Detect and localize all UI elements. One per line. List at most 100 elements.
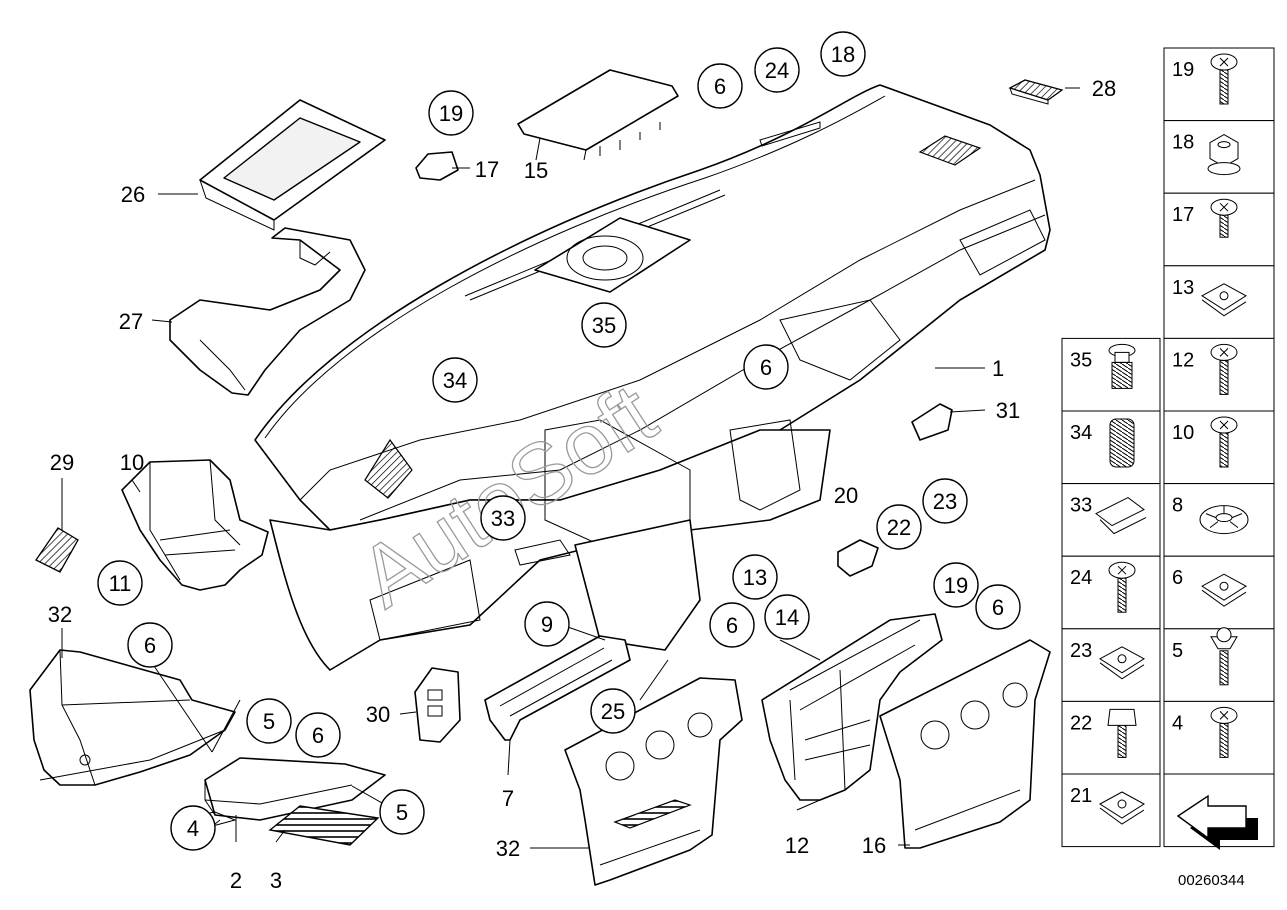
- small-trim-piece: [911, 403, 953, 441]
- storage-compartment: [197, 757, 386, 829]
- hardware-label: 17: [1172, 204, 1194, 226]
- callout-circle: [127, 622, 173, 668]
- callout-22: 23: [933, 489, 957, 514]
- callout-circle: [709, 602, 755, 648]
- callout-1: 1: [992, 356, 1004, 381]
- callout-9: 10: [120, 450, 144, 475]
- side-vent-right: [1008, 79, 1064, 105]
- callout-33: 33: [491, 506, 515, 531]
- callout-32: 32: [496, 836, 520, 861]
- trim-bracket: [169, 227, 366, 396]
- callout-circle: [732, 554, 778, 600]
- hardware-label: 12: [1172, 349, 1194, 371]
- callout-6: 6: [714, 74, 726, 99]
- grille-mat: [268, 805, 380, 846]
- callout-circle: [922, 478, 968, 524]
- callout-10: 11: [109, 571, 132, 596]
- callout-6: 6: [726, 613, 738, 638]
- hardware-label: 34: [1070, 422, 1092, 444]
- callout-23: 24: [765, 58, 789, 83]
- hardware-label: 4: [1172, 712, 1183, 734]
- spring-clip-icon: [1095, 497, 1147, 535]
- clip-nut-icon: [1201, 573, 1247, 607]
- callout-16: 17: [475, 157, 499, 182]
- hardware-label: 18: [1172, 132, 1194, 154]
- side-vent-left: [35, 527, 79, 573]
- callout-25: 26: [121, 182, 145, 207]
- hardware-label: 5: [1172, 640, 1183, 662]
- callout-6: 6: [312, 723, 324, 748]
- callout-6: 6: [144, 633, 156, 658]
- callout-5: 5: [396, 800, 408, 825]
- hardware-label: 19: [1172, 59, 1194, 81]
- callout-circle: [432, 357, 478, 403]
- screw-pan-head-icon: [1210, 706, 1238, 758]
- callout-18: 18: [831, 42, 855, 67]
- callout-8: 9: [541, 612, 553, 637]
- callout-6: 6: [760, 355, 772, 380]
- collar-bolt-icon: [1210, 198, 1238, 238]
- callout-6: 6: [992, 595, 1004, 620]
- callout-34: 34: [443, 368, 467, 393]
- callout-circle: [379, 789, 425, 835]
- callout-35: 35: [592, 313, 616, 338]
- center-trim-panel: [517, 69, 679, 161]
- callout-circle: [933, 562, 979, 608]
- trim-frame: [199, 99, 386, 231]
- callout-19: 19: [944, 573, 968, 598]
- screw-washer-head-icon: [1108, 561, 1136, 613]
- plastic-nut-icon: [1109, 418, 1135, 468]
- hex-bolt-icon: [1107, 708, 1137, 758]
- speed-nut-icon: [1099, 791, 1145, 825]
- arrow-3d-icon: [1176, 794, 1258, 850]
- callout-4: 4: [187, 816, 199, 841]
- trim-clip-block: [414, 667, 461, 743]
- callout-circle: [820, 31, 866, 77]
- callout-24: 25: [601, 699, 625, 724]
- hardware-label: 35: [1070, 349, 1092, 371]
- callout-circle: [764, 594, 810, 640]
- callout-28: 29: [50, 450, 74, 475]
- mounting-bracket: [121, 459, 269, 591]
- hex-collar-nut-icon: [1207, 134, 1241, 176]
- callout-circle: [428, 90, 474, 136]
- expanding-rivet-icon: [1108, 343, 1136, 389]
- hardware-label: 23: [1070, 640, 1092, 662]
- hardware-label: 33: [1070, 495, 1092, 517]
- hardware-label: 22: [1070, 712, 1092, 734]
- callout-7: 7: [502, 786, 514, 811]
- hardware-label: 6: [1172, 567, 1183, 589]
- speed-nut-icon: [1099, 646, 1145, 680]
- callout-2: 2: [230, 868, 242, 893]
- callout-11: 12: [785, 833, 809, 858]
- screw-pan-head-icon: [1210, 53, 1238, 105]
- callout-circle: [975, 584, 1021, 630]
- callout-13: 14: [775, 605, 799, 630]
- callout-circle: [480, 495, 526, 541]
- bracket-clip: [837, 539, 879, 577]
- callout-14: 15: [524, 158, 548, 183]
- center-stack-trim: [879, 639, 1051, 849]
- callout-26: 27: [119, 309, 143, 334]
- callout-circle: [97, 560, 143, 606]
- glovebox: [29, 649, 236, 786]
- push-nut-icon: [1199, 505, 1249, 535]
- callout-12: 13: [743, 565, 767, 590]
- screw-pan-head-icon: [1210, 343, 1238, 395]
- callout-21: 22: [887, 515, 911, 540]
- center-rail: [484, 635, 631, 741]
- callout-27: 28: [1092, 76, 1116, 101]
- callout-circle: [876, 504, 922, 550]
- hardware-cell: [1163, 265, 1275, 339]
- callout-20: 20: [834, 483, 858, 508]
- callout-circle: [590, 688, 636, 734]
- callout-15: 16: [862, 833, 886, 858]
- callout-5: 5: [263, 709, 275, 734]
- hardware-cell: [1061, 337, 1161, 412]
- callout-circle: [170, 805, 216, 851]
- callout-30: 31: [996, 398, 1020, 423]
- hardware-label: 21: [1070, 785, 1092, 807]
- callout-circle: [743, 344, 789, 390]
